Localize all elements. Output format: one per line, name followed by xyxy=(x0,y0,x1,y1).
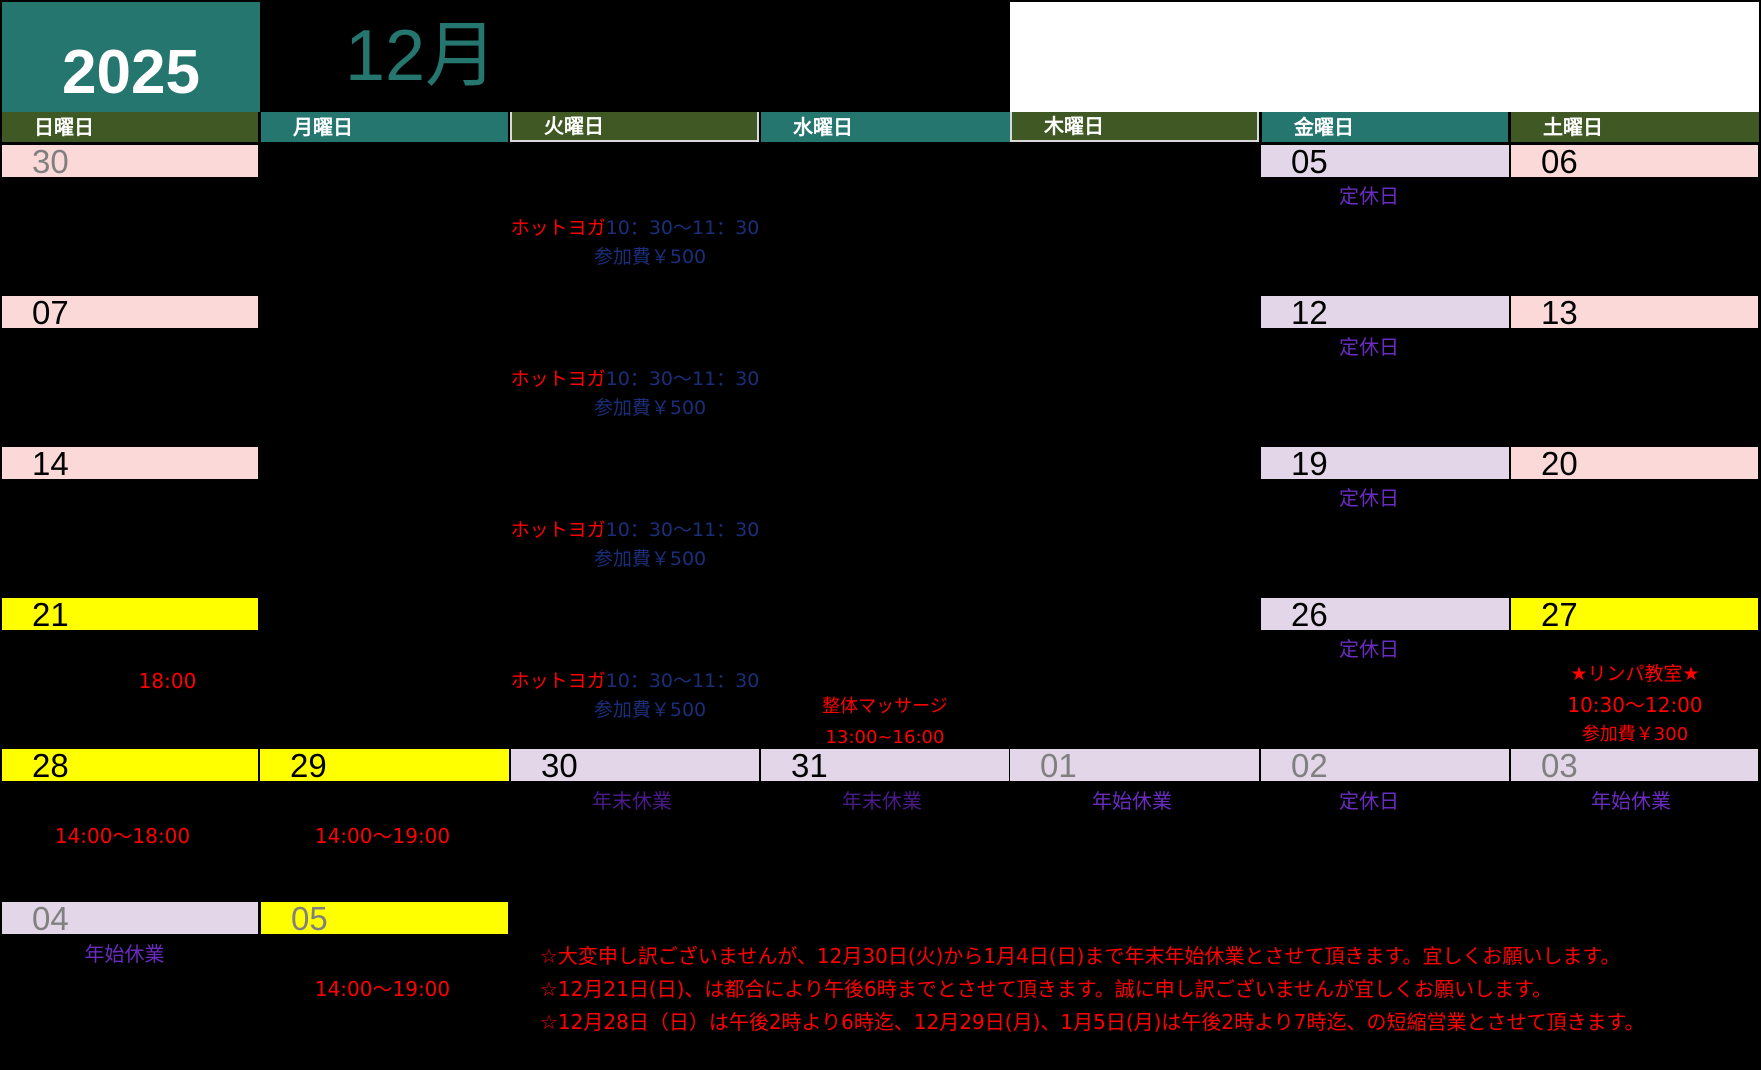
jan5-hours: 14:00～19:00 xyxy=(314,977,451,1001)
notice-dec21: ☆12月21日(日)、は都合により午後6時までとさせて頂きます。誠に申し訳ござい… xyxy=(540,977,1553,1001)
date-cell[interactable]: 06 xyxy=(1511,145,1759,179)
date-cell[interactable]: 05 xyxy=(261,902,509,936)
lymph-class-time: 10:30～12:00 xyxy=(1567,693,1703,717)
weekday-mon: 月曜日 xyxy=(261,112,508,142)
date-cell[interactable]: 19 xyxy=(1261,447,1510,481)
hot-yoga-time: 10：30～11：30 xyxy=(605,368,760,390)
closed-day-label: 定休日 xyxy=(1339,486,1399,510)
hot-yoga-name: ホットヨガ xyxy=(510,368,606,390)
massage-time: 13:00~16:00 xyxy=(825,727,945,748)
dec29-hours: 14:00～19:00 xyxy=(314,824,451,848)
month-title: 12月 xyxy=(345,16,498,96)
date-cell[interactable]: 07 xyxy=(2,296,259,330)
date-cell[interactable]: 03 xyxy=(1511,749,1759,783)
date-cell[interactable]: 26 xyxy=(1261,598,1510,632)
hot-yoga-fee: 参加費￥500 xyxy=(593,548,707,570)
date-cell[interactable]: 30 xyxy=(2,145,259,179)
hot-yoga-name: ホットヨガ xyxy=(510,217,606,239)
date-cell[interactable]: 13 xyxy=(1511,296,1759,330)
notice-year-end: ☆大変申し訳ございませんが、12月30日(火)から1月4日(日)まで年末年始休業… xyxy=(540,944,1621,968)
hot-yoga-time: 10：30～11：30 xyxy=(605,519,760,541)
date-cell[interactable]: 05 xyxy=(1261,145,1510,179)
massage-event: 整体マッサージ xyxy=(822,696,948,717)
closed-day-label: 定休日 xyxy=(1339,789,1399,813)
new-year-closed-label: 年始休業 xyxy=(1092,789,1172,813)
hot-yoga-event: ホットヨガ10：30～11：30 xyxy=(500,364,770,391)
date-cell[interactable]: 20 xyxy=(1511,447,1759,481)
new-year-closed-label: 年始休業 xyxy=(84,942,165,966)
dec28-hours: 14:00～18:00 xyxy=(54,824,191,848)
weekday-tue: 火曜日 xyxy=(510,112,759,142)
notice-short-hours: ☆12月28日（日）は午後2時より6時迄、12月29日(月)、1月5日(月)は午… xyxy=(540,1010,1645,1034)
hot-yoga-fee: 参加費￥500 xyxy=(593,246,707,268)
hot-yoga-fee: 参加費￥500 xyxy=(593,397,707,419)
hot-yoga-name: ホットヨガ xyxy=(510,519,606,541)
lymph-class-fee: 参加費￥300 xyxy=(1581,724,1689,745)
closed-day-label: 定休日 xyxy=(1339,637,1399,661)
date-cell[interactable]: 29 xyxy=(260,749,510,783)
date-cell[interactable]: 02 xyxy=(1261,749,1510,783)
hot-yoga-time: 10：30～11：30 xyxy=(605,670,760,692)
date-cell[interactable]: 31 xyxy=(761,749,1010,783)
hot-yoga-name: ホットヨガ xyxy=(510,670,606,692)
hot-yoga-event: ホットヨガ10：30～11：30 xyxy=(500,213,770,240)
date-cell[interactable]: 01 xyxy=(1010,749,1260,783)
weekday-sun: 日曜日 xyxy=(2,112,258,142)
hot-yoga-event: ホットヨガ10：30～11：30 xyxy=(500,515,770,542)
year-label: 2025 xyxy=(2,2,260,112)
date-cell[interactable]: 21 xyxy=(2,598,259,632)
date-cell[interactable]: 14 xyxy=(2,447,259,481)
date-cell[interactable]: 12 xyxy=(1261,296,1510,330)
closed-day-label: 定休日 xyxy=(1339,184,1399,208)
lymph-class-event: ★リンパ教室★ xyxy=(1570,663,1700,685)
hot-yoga-time: 10：30～11：30 xyxy=(605,217,760,239)
blank-banner xyxy=(1010,2,1759,112)
year-end-closed-label: 年末休業 xyxy=(842,789,922,813)
year-end-closed-label: 年末休業 xyxy=(592,789,672,813)
hot-yoga-event: ホットヨガ10：30～11：30 xyxy=(500,666,770,693)
hot-yoga-fee: 参加費￥500 xyxy=(593,699,707,721)
date-cell[interactable]: 28 xyxy=(2,749,259,783)
date-cell[interactable]: 30 xyxy=(511,749,760,783)
weekday-thu: 木曜日 xyxy=(1010,112,1259,142)
date-cell[interactable]: 27 xyxy=(1511,598,1759,632)
weekday-fri: 金曜日 xyxy=(1262,112,1508,142)
new-year-closed-label: 年始休業 xyxy=(1591,789,1671,813)
dec21-close-time: 18:00 xyxy=(138,669,197,693)
weekday-wed: 水曜日 xyxy=(761,112,1010,142)
date-cell[interactable]: 04 xyxy=(2,902,259,936)
closed-day-label: 定休日 xyxy=(1339,335,1399,359)
weekday-sat: 土曜日 xyxy=(1511,112,1759,142)
